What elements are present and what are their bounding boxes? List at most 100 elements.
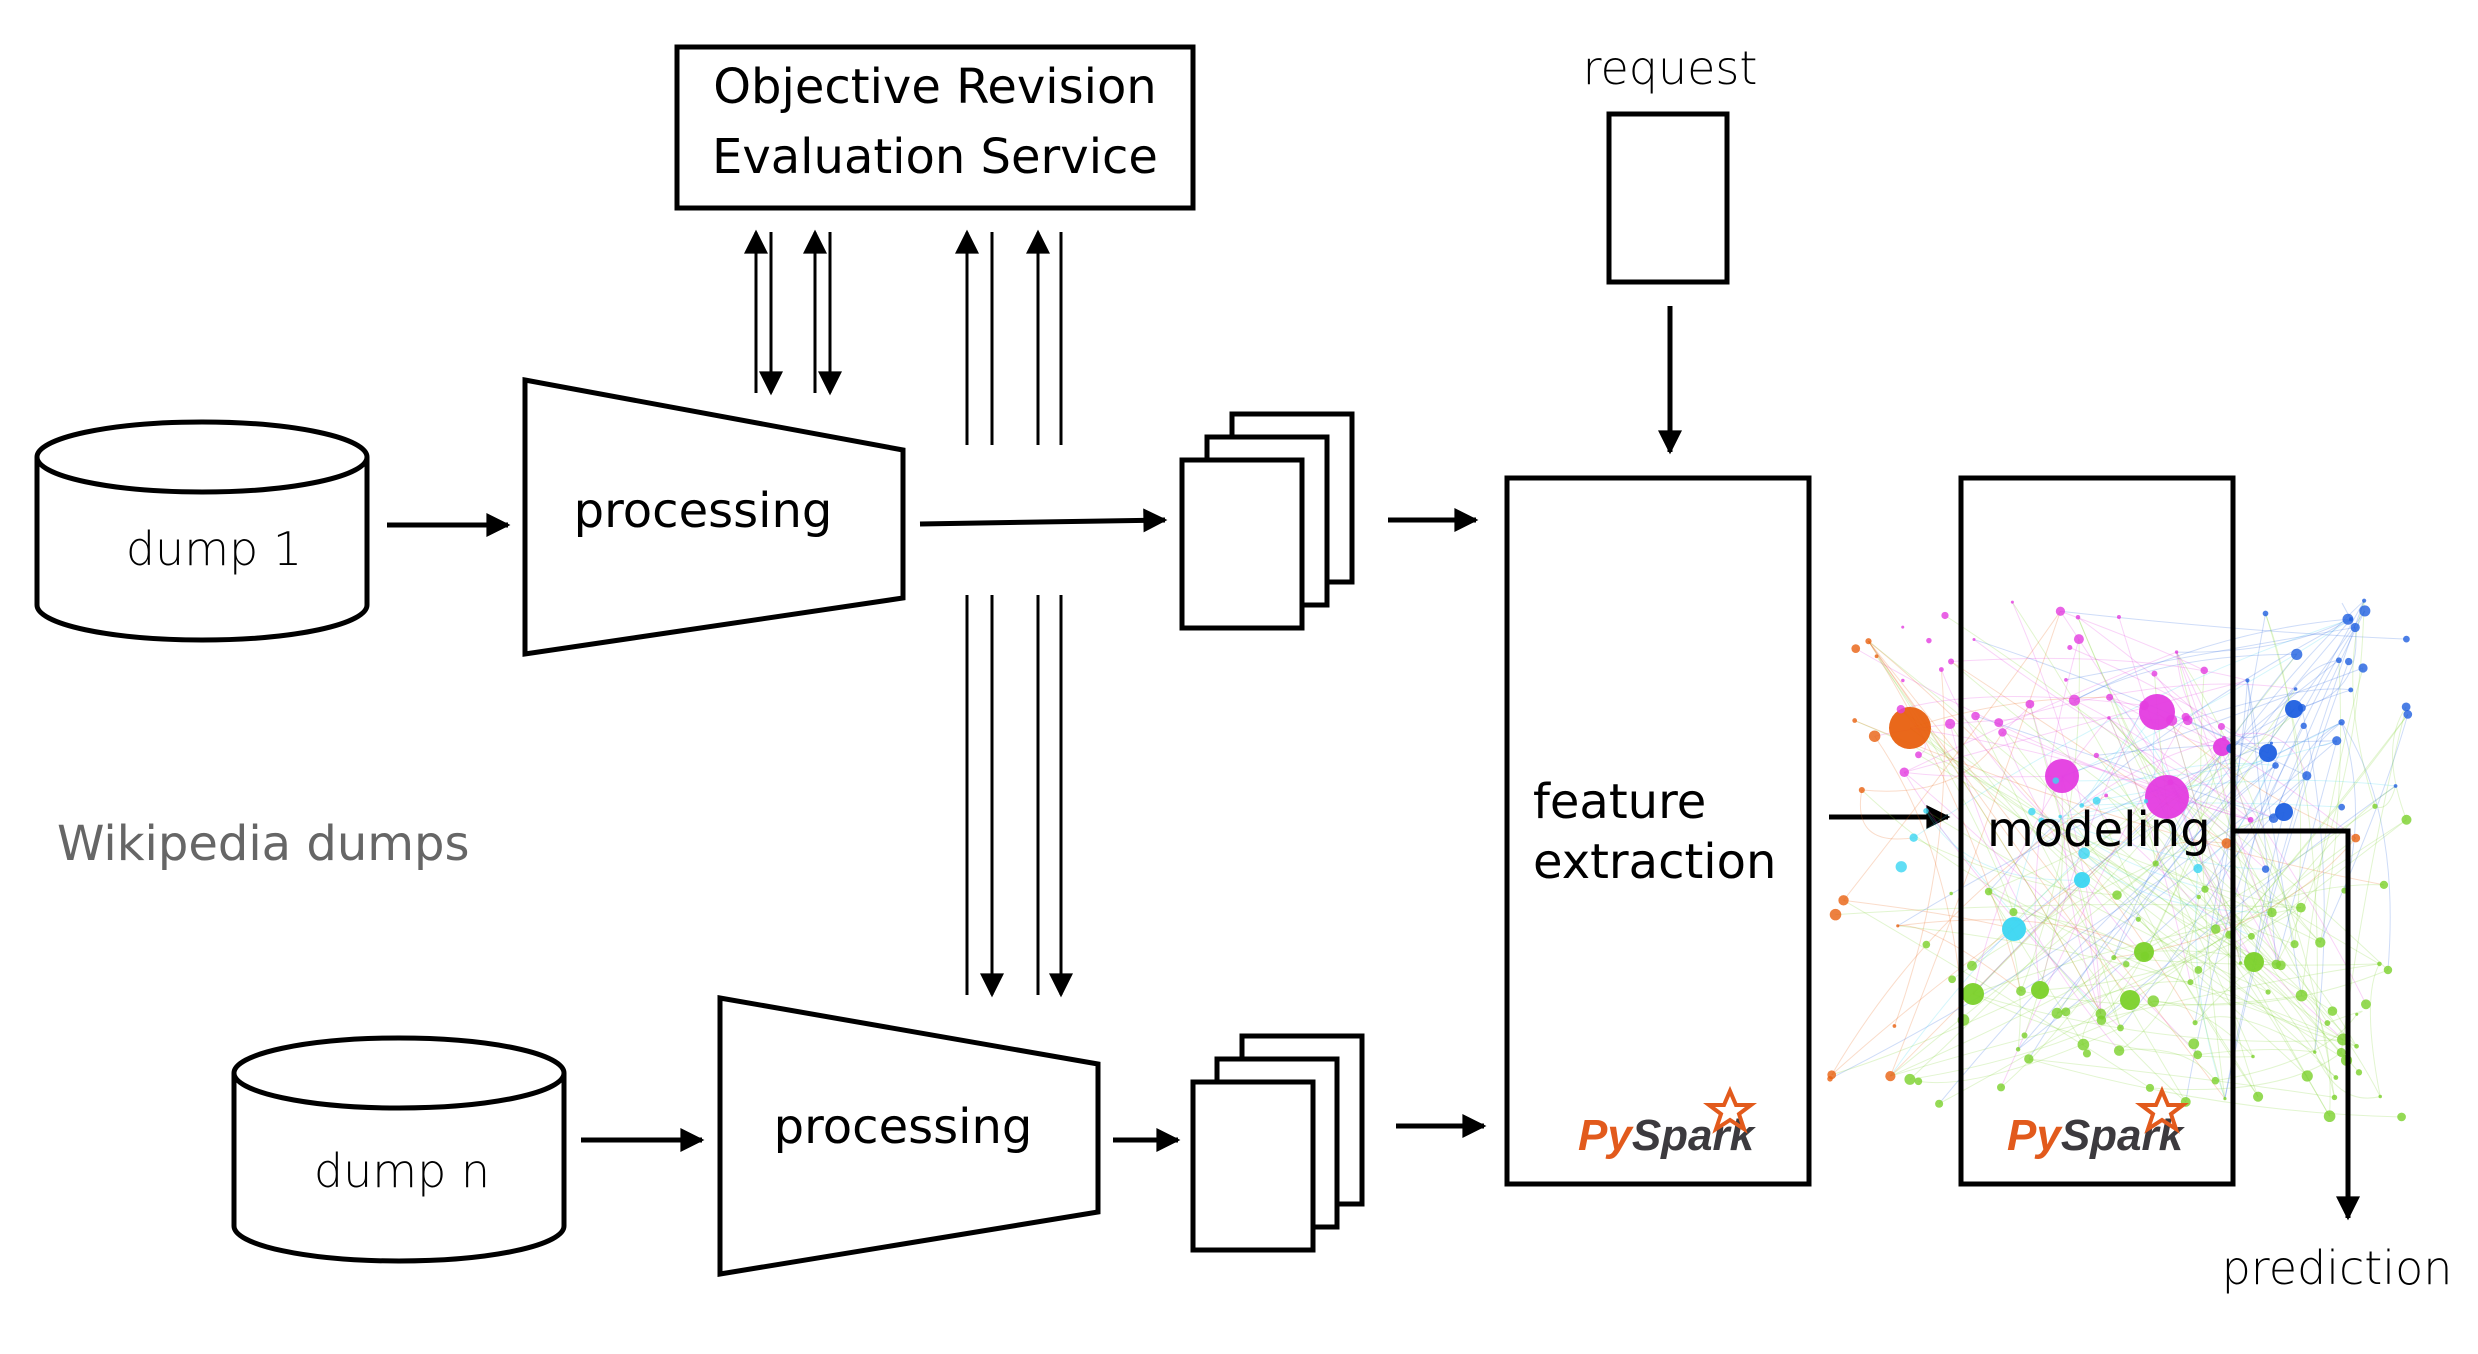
graph-edge (2108, 717, 2266, 870)
graph-edge (2077, 617, 2331, 1117)
graph-edge (2319, 721, 2342, 747)
graph-edge (2194, 1016, 2316, 1053)
graph-node (2300, 722, 2307, 730)
graph-edge (1998, 683, 2296, 724)
graph-node (1948, 975, 1957, 984)
graph-node (2139, 700, 2149, 711)
graph-edge (2020, 775, 2308, 992)
graph-edge (2156, 711, 2356, 839)
graph-edge (2061, 667, 2364, 777)
graph-edge (1855, 648, 2251, 821)
graph-node (2272, 762, 2279, 769)
graph-node (2079, 803, 2085, 808)
graph-edge (2096, 800, 2259, 1097)
graph-node (2276, 960, 2286, 971)
graph-edge (1876, 655, 2102, 1015)
graph-node (2362, 598, 2367, 603)
graph-edge (1868, 640, 2131, 1001)
graph-edge (2301, 995, 2331, 1117)
graph-node (2253, 1091, 2264, 1102)
graph-edge (1868, 640, 2196, 1023)
graph-node (2221, 838, 2232, 849)
graph-edge (2077, 617, 2347, 1061)
graph-node (2145, 1083, 2155, 1092)
graph-edge (2096, 740, 2337, 756)
graph-node (2200, 666, 2208, 675)
graph-edge (1854, 720, 2269, 993)
graph-node (2265, 989, 2271, 995)
graph-node (2166, 714, 2178, 726)
graph-edge (1972, 993, 2344, 1042)
graph-edge (1973, 639, 2308, 777)
graph-edge (2096, 779, 2396, 802)
graph-edge (2108, 717, 2191, 983)
graph-edge (1868, 640, 2255, 963)
processing-top-trapezoid: processing (522, 376, 906, 657)
graph-edge (2095, 755, 2316, 1053)
graph-edge (1972, 907, 2301, 995)
graph-node (2324, 1020, 2331, 1026)
graph-edge (1951, 657, 2248, 681)
graph-node (2120, 990, 2140, 1010)
graph-node (2193, 1050, 2203, 1060)
graph-node (2093, 752, 2099, 759)
graph-edge (2176, 651, 2296, 945)
graph-edge (1904, 771, 2063, 778)
graph-edge (2250, 819, 2335, 1098)
graph-node (1949, 891, 1953, 896)
graph-edge (1950, 661, 2227, 844)
graph-edge (2059, 816, 2206, 890)
graph-edge (1988, 891, 2021, 1050)
graph-node (2082, 1049, 2091, 1058)
graph-edge (2369, 963, 2381, 1097)
graph-node (2021, 1032, 2028, 1039)
graph-node (2354, 1043, 2359, 1049)
graph-node (2123, 960, 2130, 968)
graph-edge (2194, 963, 2277, 1024)
graph-edge (2155, 863, 2357, 1047)
graph-node (2116, 615, 2121, 620)
graph-node (2238, 961, 2243, 965)
dump-1-cylinder: dump 1 (34, 419, 370, 643)
graph-node (2223, 1097, 2227, 1101)
graph-node (2210, 924, 2221, 934)
graph-edge (2118, 896, 2200, 1052)
graph-edge (2327, 1010, 2363, 1024)
graph-node (2355, 1069, 2363, 1076)
graph-node (2403, 710, 2413, 719)
graph-edge (1893, 669, 1945, 1027)
graph-edge (2273, 610, 2366, 819)
graph-node (1829, 908, 1842, 921)
graph-node (2143, 799, 2149, 804)
graph-edge (1890, 796, 2168, 1077)
graph-edge (1909, 654, 2298, 1080)
ores-title-line1: Objective Revision (713, 59, 1156, 115)
graph-node (2379, 880, 2389, 890)
graph-node (2393, 784, 2398, 788)
graph-node (2061, 1007, 2071, 1017)
graph-edge (2155, 600, 2365, 864)
graph-node (1858, 786, 1865, 794)
graph-node (1923, 808, 1929, 814)
graph-edge (1972, 717, 2110, 995)
graph-node (1899, 767, 1909, 777)
graph-edge (1829, 740, 2338, 1080)
pyspark-star-icon (2135, 1085, 2189, 1134)
graph-node (2112, 890, 2122, 900)
graph-edge (2301, 667, 2364, 996)
graph-edge (1904, 651, 2177, 773)
graph-node (1926, 637, 1932, 644)
graph-edge (2109, 697, 2277, 965)
graph-node (1994, 718, 2004, 728)
graph-edge (1831, 795, 2107, 1076)
graph-edge (1831, 989, 2041, 1076)
graph-edge (2138, 918, 2308, 1077)
pyspark-logo-modeling: PySpark (2007, 1085, 2189, 1160)
graph-node (1851, 644, 1861, 653)
graph-node (2397, 1112, 2406, 1122)
graph-edge (1904, 679, 2248, 773)
graph-node (1909, 833, 1918, 842)
graph-node (2383, 965, 2393, 975)
graph-node (2259, 744, 2277, 762)
processing-bottom-trapezoid: processing (717, 995, 1101, 1277)
